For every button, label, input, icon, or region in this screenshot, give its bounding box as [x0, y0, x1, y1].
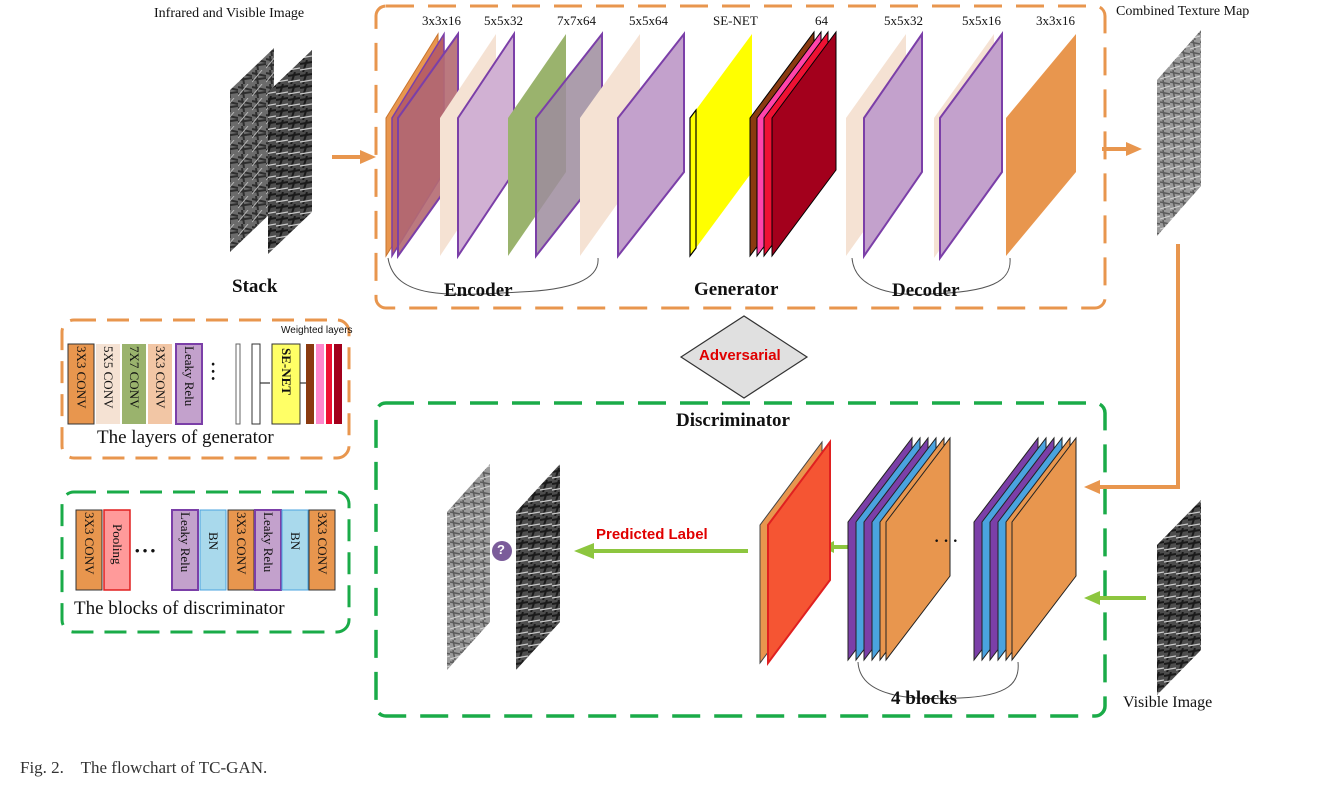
legend-gen-text-1: 3X3 CONV	[74, 346, 89, 409]
layer-label-3: 7x7x64	[557, 13, 596, 28]
input-image-infrared	[230, 48, 274, 252]
input-image-visible	[268, 50, 312, 254]
encoder-label: Encoder	[444, 280, 513, 301]
legend-disc-dots: • • •	[135, 543, 156, 558]
legend-discriminator-frame	[60, 490, 351, 634]
layer-deconv2-act	[939, 30, 1003, 262]
legend-disc-text-3: Leaky Relu	[178, 512, 193, 573]
legend-disc-bar-8	[308, 509, 336, 591]
adversarial-diamond	[679, 315, 809, 399]
legend-gen-text-2: 5X5 CONV	[101, 346, 116, 409]
legend-disc-title: The blocks of discriminator	[74, 598, 285, 619]
output-title: Combined Texture Map	[1116, 4, 1250, 19]
predicted-image-visible	[516, 464, 560, 670]
predicted-label: Predicted Label	[596, 526, 708, 543]
legend-gen-w2	[316, 344, 324, 424]
legend-weighted-label: Weighted layers	[281, 325, 353, 336]
legend-disc-text-2: Pooling	[110, 524, 125, 565]
arrowhead-stack	[360, 150, 376, 164]
arrowhead-prediction	[574, 543, 594, 559]
stack-label: Stack	[232, 276, 278, 297]
encoder-brace	[387, 257, 599, 295]
legend-gen-text-3: 7X7 CONV	[127, 346, 142, 409]
generator-frame	[374, 4, 1107, 310]
layer-label-2: 5x5x32	[484, 13, 523, 28]
predicted-image-fused	[447, 464, 490, 670]
legend-disc-bar-4	[199, 509, 227, 591]
layer-senet-edge	[689, 108, 697, 258]
legend-disc-bar-1	[75, 509, 103, 591]
layer-label-8: 5x5x16	[962, 13, 1001, 28]
legend-gen-bar-blank1	[235, 343, 241, 425]
question-icon	[492, 541, 512, 561]
blocks-brace	[857, 661, 1019, 700]
layer-label-9: 3x3x16	[1036, 13, 1075, 28]
layer-conv4	[580, 34, 640, 256]
layer-conv4-act	[617, 31, 685, 259]
question-mark: ?	[497, 542, 505, 557]
decoder-brace	[851, 257, 1011, 295]
legend-gen-bar-4	[148, 344, 172, 424]
legend-gen-w4	[334, 344, 342, 424]
legend-disc-bar-3	[171, 509, 199, 591]
output-texture-map	[1157, 30, 1201, 236]
legend-gen-dots: • • •	[206, 362, 220, 381]
layer-64-front	[771, 30, 837, 258]
disc-block-1	[847, 436, 951, 662]
discriminator-label: Discriminator	[676, 410, 790, 431]
disc-output-layer	[767, 438, 831, 667]
legend-disc-text-6: Leaky Relu	[261, 512, 276, 573]
arrowhead-visible	[1084, 591, 1100, 605]
visible-image-label: Visible Image	[1123, 694, 1213, 711]
legend-disc-bar-2	[103, 509, 131, 591]
legend-generator-frame	[60, 318, 351, 460]
arrowhead-discriminator	[1084, 480, 1100, 494]
blocks-count-label: 4 blocks	[891, 688, 957, 709]
legend-gen-text-4: 3X3 CONV	[153, 346, 168, 409]
legend-gen-bar-1	[67, 343, 95, 425]
layer-label-4: 5x5x64	[629, 13, 668, 28]
discriminator-frame	[374, 401, 1107, 718]
adversarial-label: Adversarial	[699, 347, 781, 364]
legend-disc-text-5: 3X3 CONV	[234, 512, 249, 575]
input-title: Infrared and Visible Image	[154, 6, 305, 21]
legend-disc-bar-5	[227, 509, 255, 591]
legend-gen-bar-5	[175, 343, 203, 425]
legend-disc-text-8: 3X3 CONV	[315, 512, 330, 575]
legend-disc-text-7: BN	[288, 532, 303, 551]
layer-label-7: 5x5x32	[884, 13, 923, 28]
visible-image-input	[1157, 500, 1201, 695]
generator-label: Generator	[694, 279, 779, 300]
figure-caption: Fig. 2. The flowchart of TC-GAN.	[20, 758, 268, 777]
legend-gen-w3	[326, 344, 332, 424]
layer-deconv1-act	[863, 30, 923, 260]
legend-gen-title: The layers of generator	[97, 427, 274, 448]
legend-gen-bar-3	[122, 344, 146, 424]
arrowhead-output	[1126, 142, 1142, 156]
legend-disc-bar-6	[254, 509, 282, 591]
layer-label-5: SE-NET	[713, 13, 758, 28]
blocks-ellipsis: · · ·	[934, 533, 959, 550]
layer-senet	[690, 34, 752, 256]
legend-gen-bar-blank2	[251, 343, 261, 425]
arrow-output-to-discriminator	[1098, 244, 1180, 489]
legend-gen-senet-box	[271, 343, 301, 425]
legend-gen-w1	[306, 344, 314, 424]
legend-gen-bar-2	[96, 344, 120, 424]
legend-disc-text-1: 3X3 CONV	[82, 512, 97, 575]
layer-label-6: 64	[815, 13, 828, 28]
layer-deconv3	[1006, 34, 1076, 256]
legend-disc-text-4: BN	[206, 532, 221, 551]
legend-gen-text-5: Leaky Relu	[182, 346, 197, 407]
disc-block-2	[973, 436, 1077, 662]
layer-label-1: 3x3x16	[422, 13, 461, 28]
legend-gen-senet: SE-NET	[279, 348, 294, 395]
decoder-label: Decoder	[892, 280, 960, 301]
legend-disc-bar-7	[281, 509, 309, 591]
